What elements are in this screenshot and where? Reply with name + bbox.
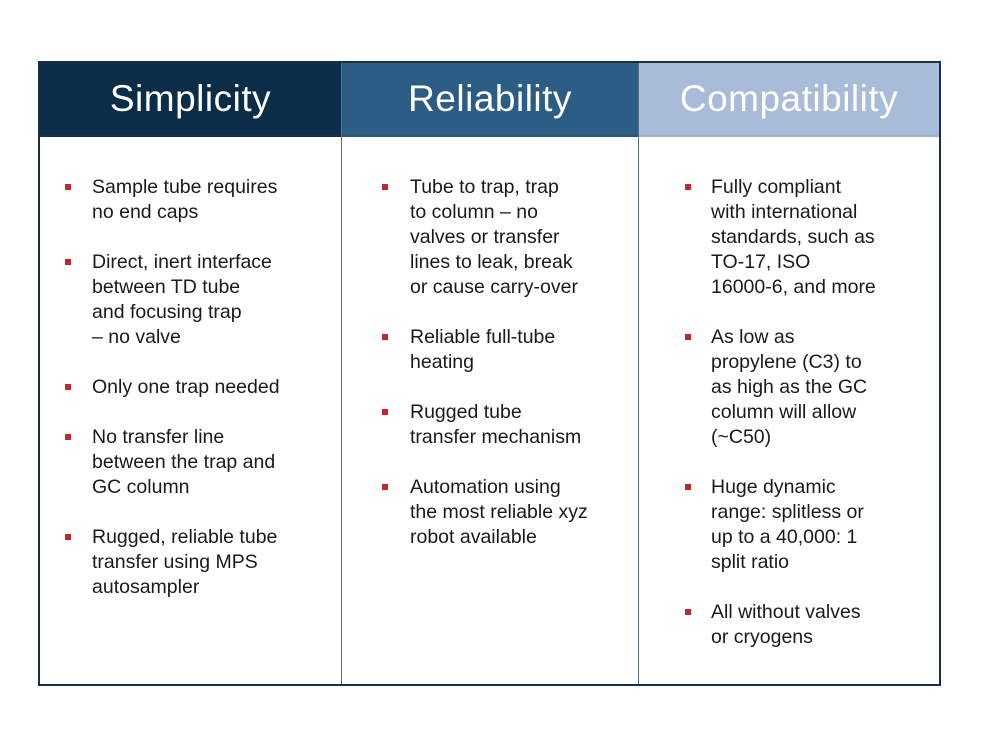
list-item-text: Tube to trap, trap to column – no valves… — [410, 176, 578, 298]
bullet-icon — [65, 534, 71, 540]
list-item: Automation using the most reliable xyz r… — [382, 475, 638, 550]
simplicity-column: Simplicity Sample tube requires no end c… — [40, 63, 341, 684]
bullet-icon — [685, 484, 691, 490]
list-item: Only one trap needed — [65, 375, 341, 400]
bullet-icon — [382, 409, 388, 415]
bullet-icon — [382, 334, 388, 340]
list-item-text: All without valves or cryogens — [711, 601, 861, 648]
reliability-header: Reliability — [342, 63, 638, 137]
bullet-icon — [685, 334, 691, 340]
list-item-text: Only one trap needed — [92, 376, 280, 398]
simplicity-list: Sample tube requires no end caps Direct,… — [40, 137, 341, 625]
list-item: Rugged, reliable tube transfer using MPS… — [65, 525, 341, 600]
reliability-column: Reliability Tube to trap, trap to column… — [341, 63, 638, 684]
list-item: Fully compliant with international stand… — [685, 175, 939, 300]
compatibility-list: Fully compliant with international stand… — [639, 137, 939, 675]
bullet-icon — [65, 184, 71, 190]
list-item: Huge dynamic range: splitless or up to a… — [685, 475, 939, 575]
list-item-text: Fully compliant with international stand… — [711, 176, 876, 298]
list-item: All without valves or cryogens — [685, 600, 939, 650]
bullet-icon — [65, 259, 71, 265]
bullet-icon — [685, 184, 691, 190]
list-item-text: Huge dynamic range: splitless or up to a… — [711, 476, 864, 573]
list-item: Reliable full-tube heating — [382, 325, 638, 375]
list-item: Direct, inert interface between TD tube … — [65, 250, 341, 350]
bullet-icon — [382, 184, 388, 190]
compatibility-column: Compatibility Fully compliant with inter… — [638, 63, 939, 684]
compatibility-header: Compatibility — [639, 63, 939, 137]
list-item-text: Rugged tube transfer mechanism — [410, 401, 582, 448]
bullet-icon — [65, 384, 71, 390]
simplicity-header: Simplicity — [40, 63, 341, 137]
bullet-icon — [685, 609, 691, 615]
list-item: As low as propylene (C3) to as high as t… — [685, 325, 939, 450]
list-item-text: Automation using the most reliable xyz r… — [410, 476, 588, 548]
list-item: Rugged tube transfer mechanism — [382, 400, 638, 450]
reliability-list: Tube to trap, trap to column – no valves… — [342, 137, 638, 575]
bullet-icon — [65, 434, 71, 440]
list-item: Sample tube requires no end caps — [65, 175, 341, 225]
list-item-text: As low as propylene (C3) to as high as t… — [711, 326, 868, 448]
list-item-text: Rugged, reliable tube transfer using MPS… — [92, 526, 278, 598]
list-item: No transfer line between the trap and GC… — [65, 425, 341, 500]
list-item-text: Direct, inert interface between TD tube … — [92, 251, 272, 348]
bullet-icon — [382, 484, 388, 490]
list-item: Tube to trap, trap to column – no valves… — [382, 175, 638, 300]
list-item-text: No transfer line between the trap and GC… — [92, 426, 276, 498]
list-item-text: Sample tube requires no end caps — [92, 176, 278, 223]
comparison-table: Simplicity Sample tube requires no end c… — [38, 61, 941, 686]
list-item-text: Reliable full-tube heating — [410, 326, 556, 373]
